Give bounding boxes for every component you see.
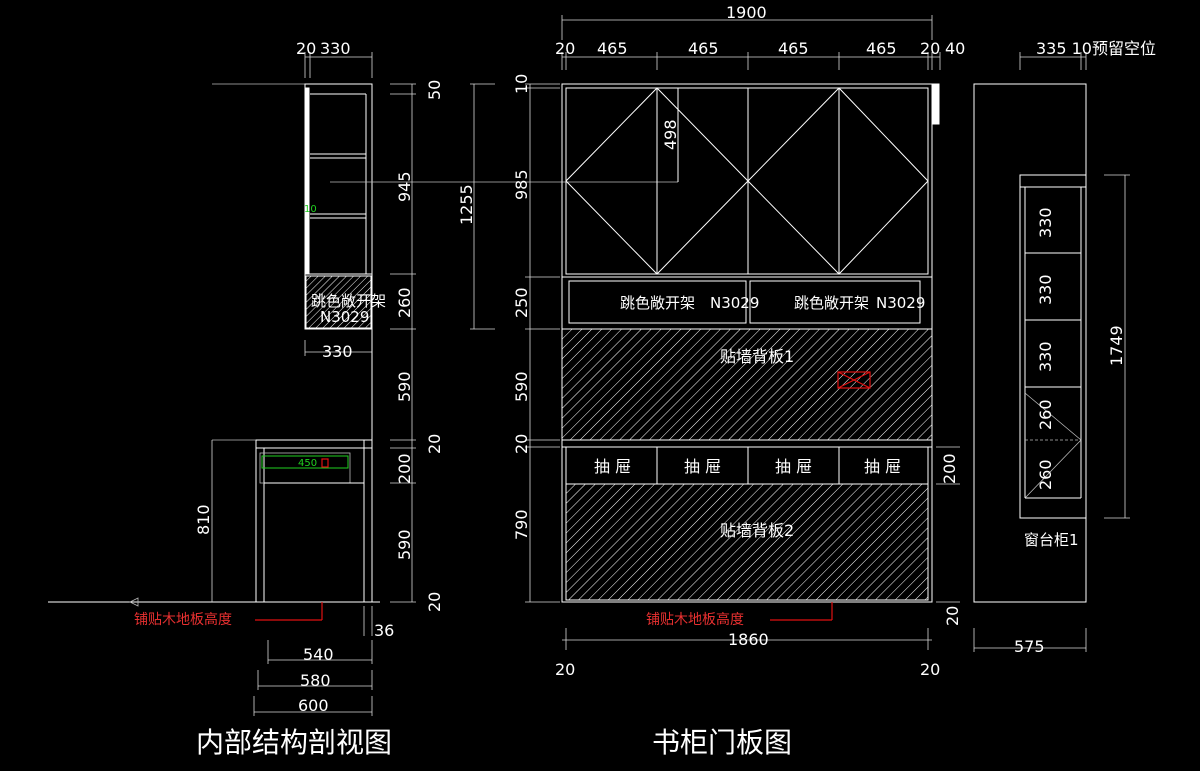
- front-open-shelf-label-1: 跳色敞开架: [620, 294, 695, 312]
- dim-section-right-590: 590: [395, 371, 414, 402]
- front-open-shelf-code-1: N3029: [710, 294, 759, 312]
- dim-front-left-590: 590: [512, 371, 531, 402]
- section-floor-note: 铺贴木地板高度: [134, 611, 232, 628]
- dim-window-shelf-1: 330: [1036, 207, 1055, 238]
- dim-section-right-50: 50: [425, 80, 444, 100]
- front-open-shelf-label-2: 跳色敞开架: [794, 294, 869, 312]
- dim-section-top-330: 330: [320, 39, 351, 58]
- front-open-shelf-code-2: N3029: [876, 294, 925, 312]
- dim-section-right-260: 260: [395, 287, 414, 318]
- dim-front-left-1255: 1255: [457, 184, 476, 225]
- section-open-shelf-code: N3029: [320, 308, 369, 326]
- dim-section-right-20: 20: [425, 434, 444, 454]
- dim-front-left-250: 250: [512, 287, 531, 318]
- drawer-label-2: 抽 屉: [684, 457, 721, 476]
- dim-section-left-810: 810: [194, 504, 213, 535]
- window-cabinet-view: 335 10预留空位 330 330 330 260 260 1749 窗台柜1…: [973, 39, 1156, 656]
- dim-section-base-540: 540: [303, 645, 334, 664]
- front-floor-note: 铺贴木地板高度: [646, 611, 744, 628]
- dim-front-top-40: 40: [945, 39, 965, 58]
- drawer-label-4: 抽 屉: [864, 457, 901, 476]
- dim-front-bottom-20b: 20: [920, 660, 940, 679]
- dim-window-shelf-5: 260: [1036, 459, 1055, 490]
- dim-window-width: 575: [1014, 637, 1045, 656]
- door-panel-view: 1900 20 465 465 465 465 20 40 498 跳色: [457, 3, 965, 759]
- section-inner-dim: 10: [304, 204, 317, 215]
- dim-front-top-465a: 465: [597, 39, 628, 58]
- section-view: 20 330 10 跳色敞开架 N3029 330 450: [48, 39, 678, 759]
- dim-front-top-465d: 465: [866, 39, 897, 58]
- back-panel-1-label: 贴墙背板1: [720, 347, 794, 366]
- dim-front-top-20b: 20: [920, 39, 940, 58]
- dim-section-shelf-330: 330: [322, 342, 353, 361]
- dim-window-shelf-3: 330: [1036, 341, 1055, 372]
- dim-section-right-200: 200: [395, 453, 414, 484]
- dim-section-base-600: 600: [298, 696, 329, 715]
- drawer-label-1: 抽 屉: [594, 457, 631, 476]
- dim-front-left-20: 20: [512, 434, 531, 454]
- dim-window-shelf-4: 260: [1036, 399, 1055, 430]
- door-panel-view-title: 书柜门板图: [652, 726, 792, 759]
- dim-section-base-580: 580: [300, 671, 331, 690]
- dim-front-left-985: 985: [512, 169, 531, 200]
- dim-section-right-590b: 590: [395, 529, 414, 560]
- dim-section-top-20: 20: [296, 39, 316, 58]
- dim-section-base-36: 36: [374, 621, 394, 640]
- dim-section-right-945: 945: [395, 171, 414, 202]
- dim-window-shelf-2: 330: [1036, 274, 1055, 305]
- dim-window-height: 1749: [1107, 325, 1126, 366]
- dim-section-right-20b: 20: [425, 592, 444, 612]
- dim-front-bottom-20a: 20: [555, 660, 575, 679]
- dim-front-top-20a: 20: [555, 39, 575, 58]
- window-cabinet-label: 窗台柜1: [1024, 531, 1079, 549]
- dim-front-upper-498: 498: [661, 119, 680, 150]
- section-view-title: 内部结构剖视图: [196, 726, 392, 759]
- dim-front-bottom-1860: 1860: [728, 630, 769, 649]
- dim-front-top-465b: 465: [688, 39, 719, 58]
- back-panel-2-label: 贴墙背板2: [720, 521, 794, 540]
- dim-front-top-465c: 465: [778, 39, 809, 58]
- section-drawer-length: 450: [298, 458, 317, 469]
- dim-front-drawer-200: 200: [940, 453, 959, 484]
- section-open-shelf-label: 跳色敞开架: [311, 292, 386, 310]
- dim-front-total-1900: 1900: [726, 3, 767, 22]
- drawer-label-3: 抽 屉: [775, 457, 812, 476]
- dim-front-left-10: 10: [512, 74, 531, 94]
- dim-front-plinth-20: 20: [943, 606, 962, 626]
- dim-window-top: 335 10预留空位: [1036, 39, 1156, 58]
- dim-front-left-790: 790: [512, 509, 531, 540]
